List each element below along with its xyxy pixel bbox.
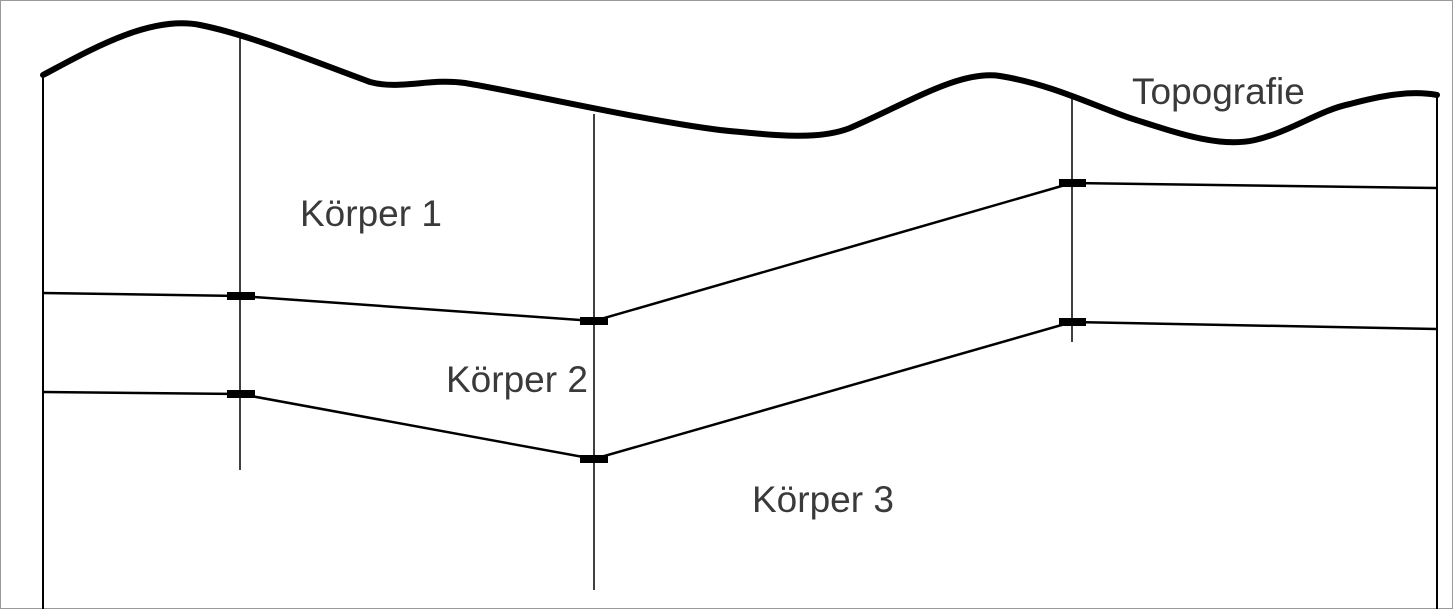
label-body-1: Körper 1 [300, 193, 442, 234]
borehole-marker [580, 455, 608, 463]
label-body-3: Körper 3 [752, 479, 894, 520]
label-body-2: Körper 2 [446, 359, 588, 400]
borehole-marker [227, 390, 255, 398]
borehole-marker [1059, 318, 1086, 326]
borehole-marker [580, 317, 608, 325]
borehole-marker [227, 292, 255, 300]
borehole-marker [1059, 179, 1086, 187]
label-topography: Topografie [1132, 71, 1305, 112]
layer-boundary-1 [42, 181, 1438, 323]
topography-line [40, 20, 1440, 146]
